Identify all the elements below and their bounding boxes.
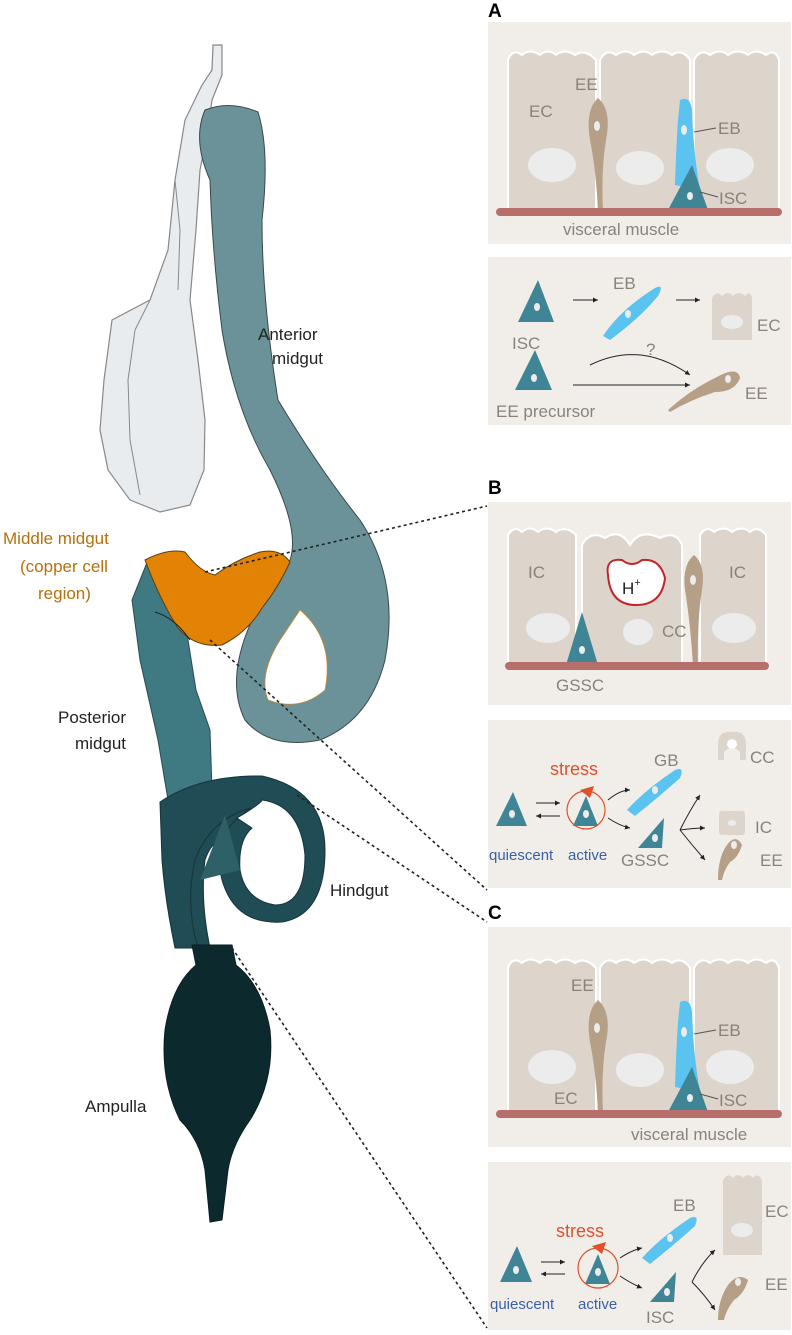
c-muscle-label: visceral muscle (631, 1125, 747, 1144)
b-lin-cc-label: CC (750, 748, 775, 767)
anterior-midgut (199, 105, 390, 743)
c-ee-label: EE (571, 976, 594, 995)
anterior-label-1: Anterior (258, 325, 318, 344)
a-muscle-label: visceral muscle (563, 220, 679, 239)
c-lin-eb-label: EB (673, 1196, 696, 1215)
panel-b-letter: B (488, 478, 502, 499)
c-isc-label: ISC (719, 1091, 747, 1110)
b-stress-label: stress (550, 759, 598, 779)
c-active-label: active (578, 1296, 617, 1313)
c-lin-ec-label: EC (765, 1202, 789, 1221)
b-lin-ic-label: IC (755, 818, 772, 837)
c-lin-ee-label: EE (765, 1275, 788, 1294)
middle-label-1: Middle midgut (3, 529, 109, 548)
b-gssc-label: GSSC (556, 676, 604, 695)
panel-c-tissue (488, 927, 791, 1147)
b-lin-ee-label: EE (760, 851, 783, 870)
hindgut-label: Hindgut (330, 881, 389, 900)
isc-cell-a (668, 165, 708, 210)
connector-lines (204, 505, 488, 1329)
c-eb-label: EB (718, 1021, 741, 1040)
ampulla-label: Ampulla (85, 1097, 147, 1116)
a-lin-isc-label: ISC (512, 334, 540, 353)
panel-a-lineage (488, 257, 791, 425)
c-ec-label: EC (554, 1089, 578, 1108)
panel-c-letter: C (488, 903, 502, 924)
a-lin-ee-precursor-label: EE precursor (496, 402, 596, 421)
a-isc-label: ISC (719, 189, 747, 208)
panel-a-tissue (488, 22, 791, 244)
gut-illustration (99, 44, 390, 1223)
b-quiescent-label: quiescent (489, 847, 554, 864)
panel-a-letter: A (488, 1, 502, 22)
visceral-muscle-c (496, 1110, 782, 1118)
panel-c-lineage (488, 1162, 791, 1330)
eb-cell-a (675, 98, 700, 190)
a-eb-label: EB (718, 119, 741, 138)
a-lin-eb-label: EB (613, 274, 636, 293)
a-ee-label: EE (575, 75, 598, 94)
b-cc-label: CC (662, 622, 687, 641)
middle-midgut (144, 550, 291, 646)
middle-label-3: region) (38, 584, 91, 603)
a-ec-label: EC (529, 102, 553, 121)
b-active-label: active (568, 847, 607, 864)
b-h-label: H+ (622, 577, 641, 598)
c-quiescent-label: quiescent (490, 1296, 555, 1313)
a-lin-ee-label: EE (745, 384, 768, 403)
b-ic-left-label: IC (528, 563, 545, 582)
posterior-label-2: midgut (75, 734, 126, 753)
a-lin-question: ? (646, 340, 655, 359)
b-lin-gb-label: GB (654, 751, 679, 770)
middle-label-2: (copper cell (20, 557, 108, 576)
visceral-muscle-b (505, 662, 769, 670)
b-ic-right-label: IC (729, 563, 746, 582)
c-stress-label: stress (556, 1221, 604, 1241)
panel-b-tissue (488, 502, 791, 705)
c-lin-isc-label: ISC (646, 1308, 674, 1327)
a-lin-ec-label: EC (757, 316, 781, 335)
visceral-muscle-a (496, 208, 782, 216)
b-lin-gssc-label: GSSC (621, 851, 669, 870)
panel-b-lineage (488, 720, 791, 888)
ee-cell-a (588, 98, 608, 210)
ampulla (163, 944, 272, 1223)
anterior-label-2: midgut (272, 349, 323, 368)
posterior-label-1: Posterior (58, 708, 126, 727)
